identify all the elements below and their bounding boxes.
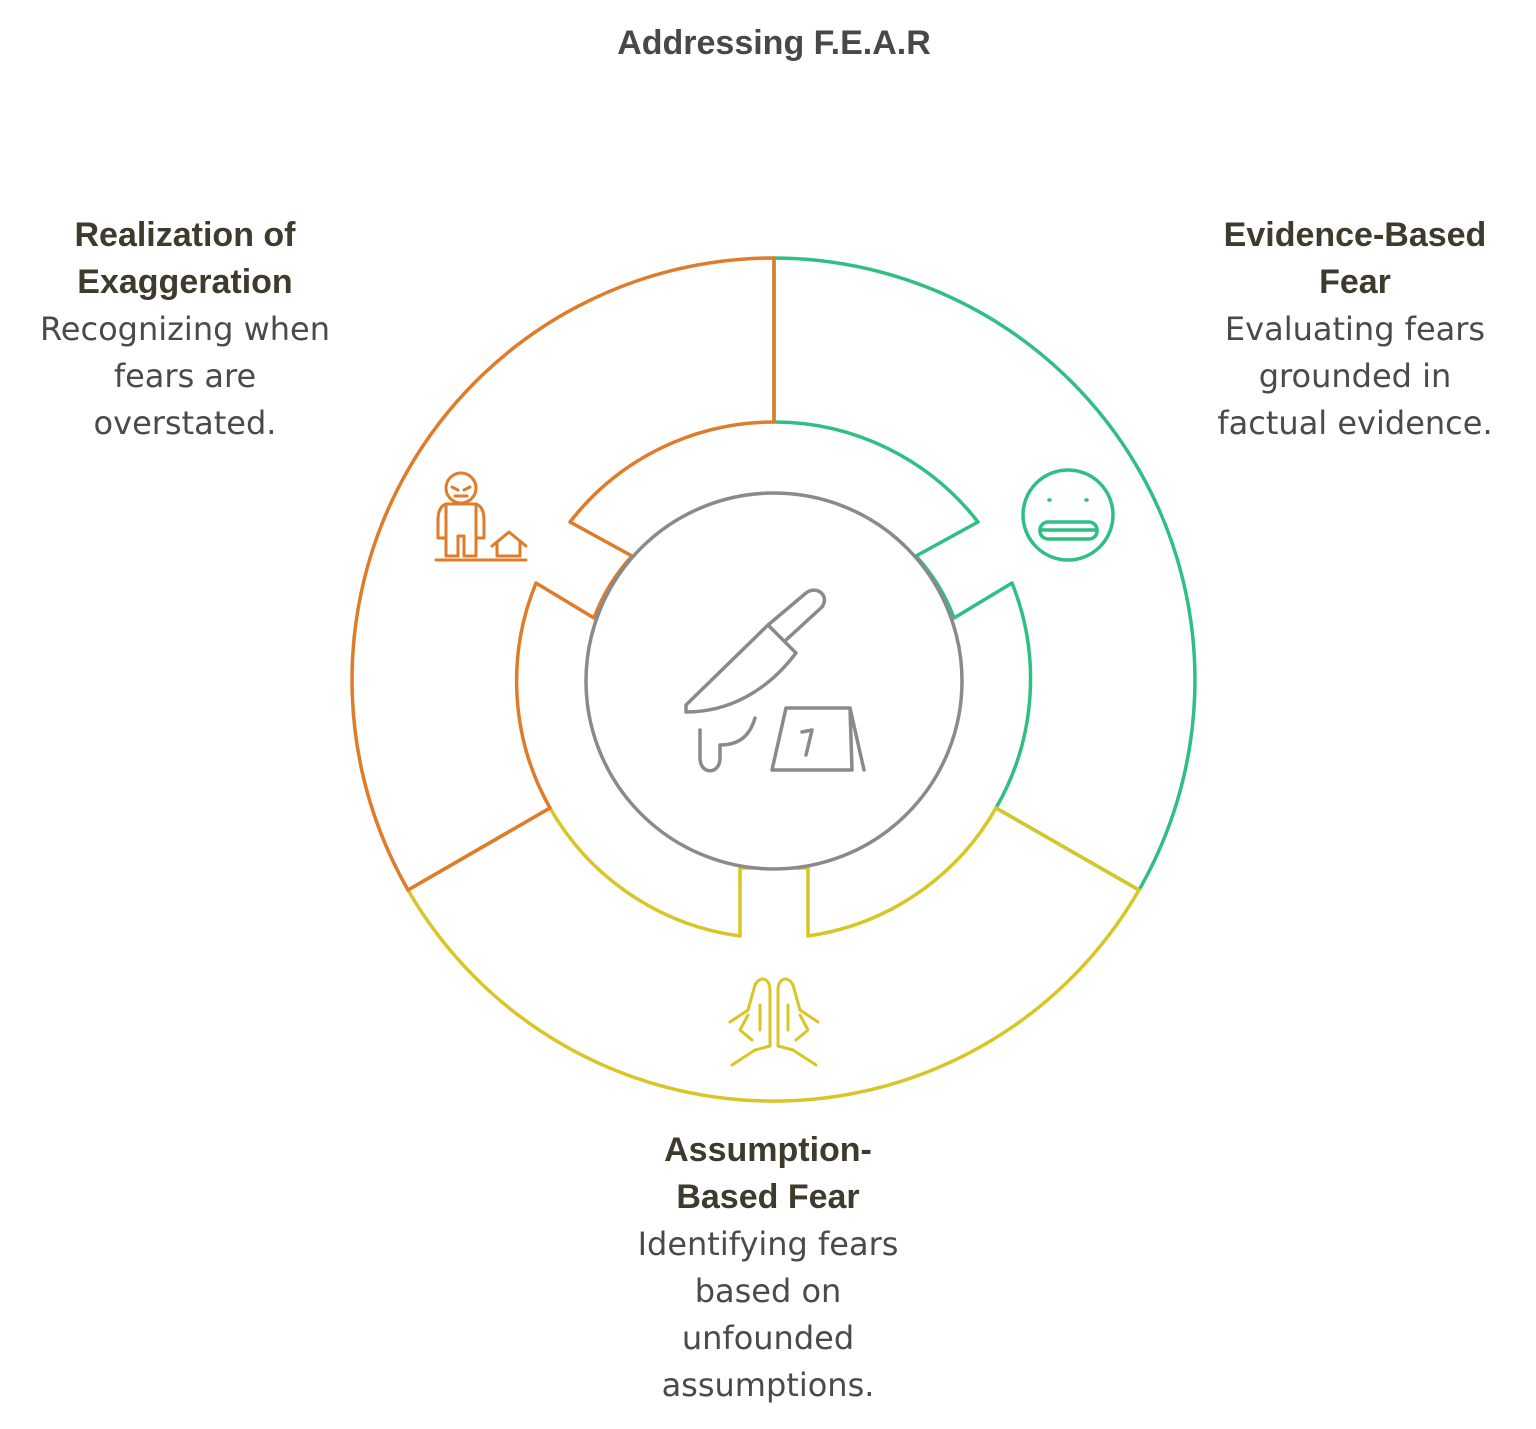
segment-heading: Evidence-Based <box>1223 216 1487 254</box>
outer-segment-assumption <box>406 806 1141 1103</box>
praying-hands-icon <box>728 977 820 1067</box>
outer-segment-realization <box>350 256 776 892</box>
label-evidence-based-fear: Evidence-Based Fear Evaluating fears gro… <box>1190 212 1520 447</box>
center-circle <box>584 491 964 871</box>
segment-description: based on <box>694 1272 842 1310</box>
knife-and-evidence-marker-icon: 7 <box>684 588 866 773</box>
segment-description: fears are <box>113 357 257 395</box>
segment-description: Evaluating fears <box>1224 310 1486 348</box>
yeti-and-house-icon <box>434 471 528 562</box>
segment-description: assumptions. <box>661 1366 875 1404</box>
page-title: Addressing F.E.A.R <box>617 24 931 62</box>
segment-description: Identifying fears <box>637 1225 899 1263</box>
segment-heading: Exaggeration <box>77 263 293 301</box>
segment-description: grounded in <box>1258 357 1452 395</box>
segment-heading: Realization of <box>74 216 296 254</box>
label-realization-of-exaggeration: Realization of Exaggeration Recognizing … <box>10 212 360 447</box>
segment-description: unfounded <box>681 1319 855 1357</box>
segment-description: overstated. <box>93 404 277 442</box>
segment-heading: Assumption- <box>664 1131 872 1169</box>
label-assumption-based-fear: Assumption- Based Fear Identifying fears… <box>598 1127 938 1409</box>
segment-description: Recognizing when <box>39 310 330 348</box>
segment-heading: Based Fear <box>676 1178 860 1216</box>
segment-heading: Fear <box>1319 263 1391 301</box>
segment-description: factual evidence. <box>1217 404 1493 442</box>
grimacing-face-icon <box>1021 468 1115 562</box>
